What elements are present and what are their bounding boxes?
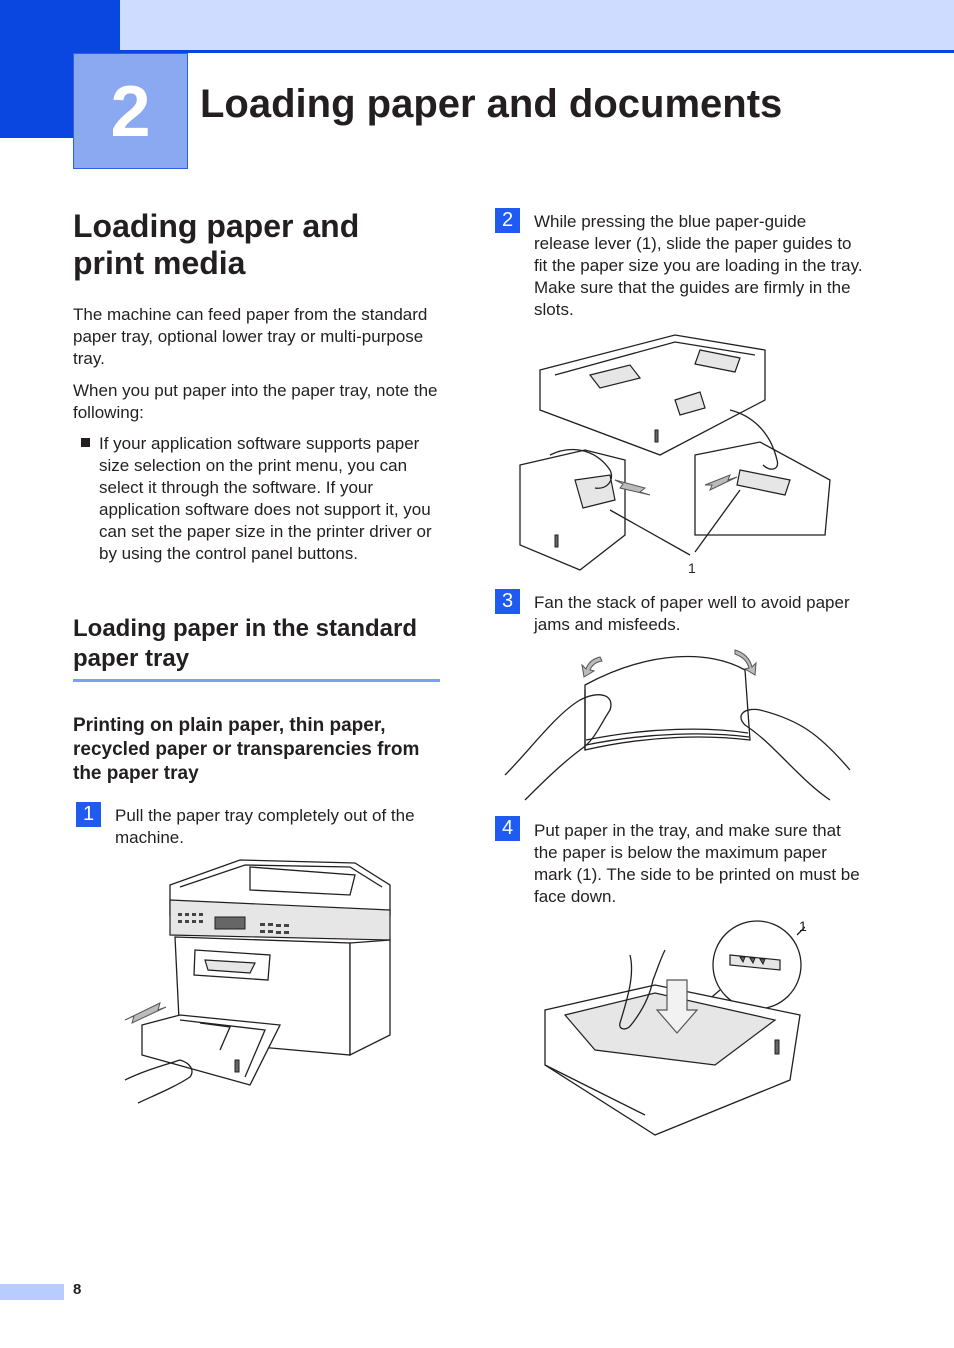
step-2-number: 2 (495, 208, 520, 233)
step-2-text: While pressing the blue paper-guide rele… (534, 212, 863, 319)
step-4-text: Put paper in the tray, and make sure tha… (534, 821, 860, 906)
step-2-callout-label: 1 (688, 560, 696, 576)
footer-bar (0, 1284, 64, 1300)
subsubsection-title: Printing on plain paper, thin paper, rec… (73, 715, 420, 784)
bullet-text: If your application software supports pa… (99, 434, 432, 563)
intro-paragraph-2: When you put paper into the paper tray, … (73, 381, 438, 422)
chapter-title: Loading paper and documents (200, 82, 783, 126)
header-band (0, 0, 954, 52)
figure-paper-guides (515, 330, 835, 580)
section-title: Loading paper and print media (73, 208, 360, 281)
step-4-number: 4 (495, 816, 520, 841)
header-rule (120, 50, 954, 53)
bullet-square-icon (81, 438, 90, 447)
intro-paragraph-1: The machine can feed paper from the stan… (73, 305, 428, 368)
subsection-rule (73, 679, 440, 682)
step-3-text: Fan the stack of paper well to avoid pap… (534, 593, 850, 634)
figure-pull-tray (120, 855, 395, 1110)
step-1-text: Pull the paper tray completely out of th… (115, 806, 415, 847)
step-3-number: 3 (495, 589, 520, 614)
page-number: 8 (73, 1281, 82, 1298)
chapter-number: 2 (73, 53, 188, 169)
figure-load-paper (535, 915, 806, 1140)
subsection-title: Loading paper in the standard paper tray (73, 615, 418, 672)
step-1-number: 1 (76, 802, 101, 827)
figure-fan-paper (500, 645, 855, 805)
step-4-callout-label: 1 (799, 918, 807, 934)
